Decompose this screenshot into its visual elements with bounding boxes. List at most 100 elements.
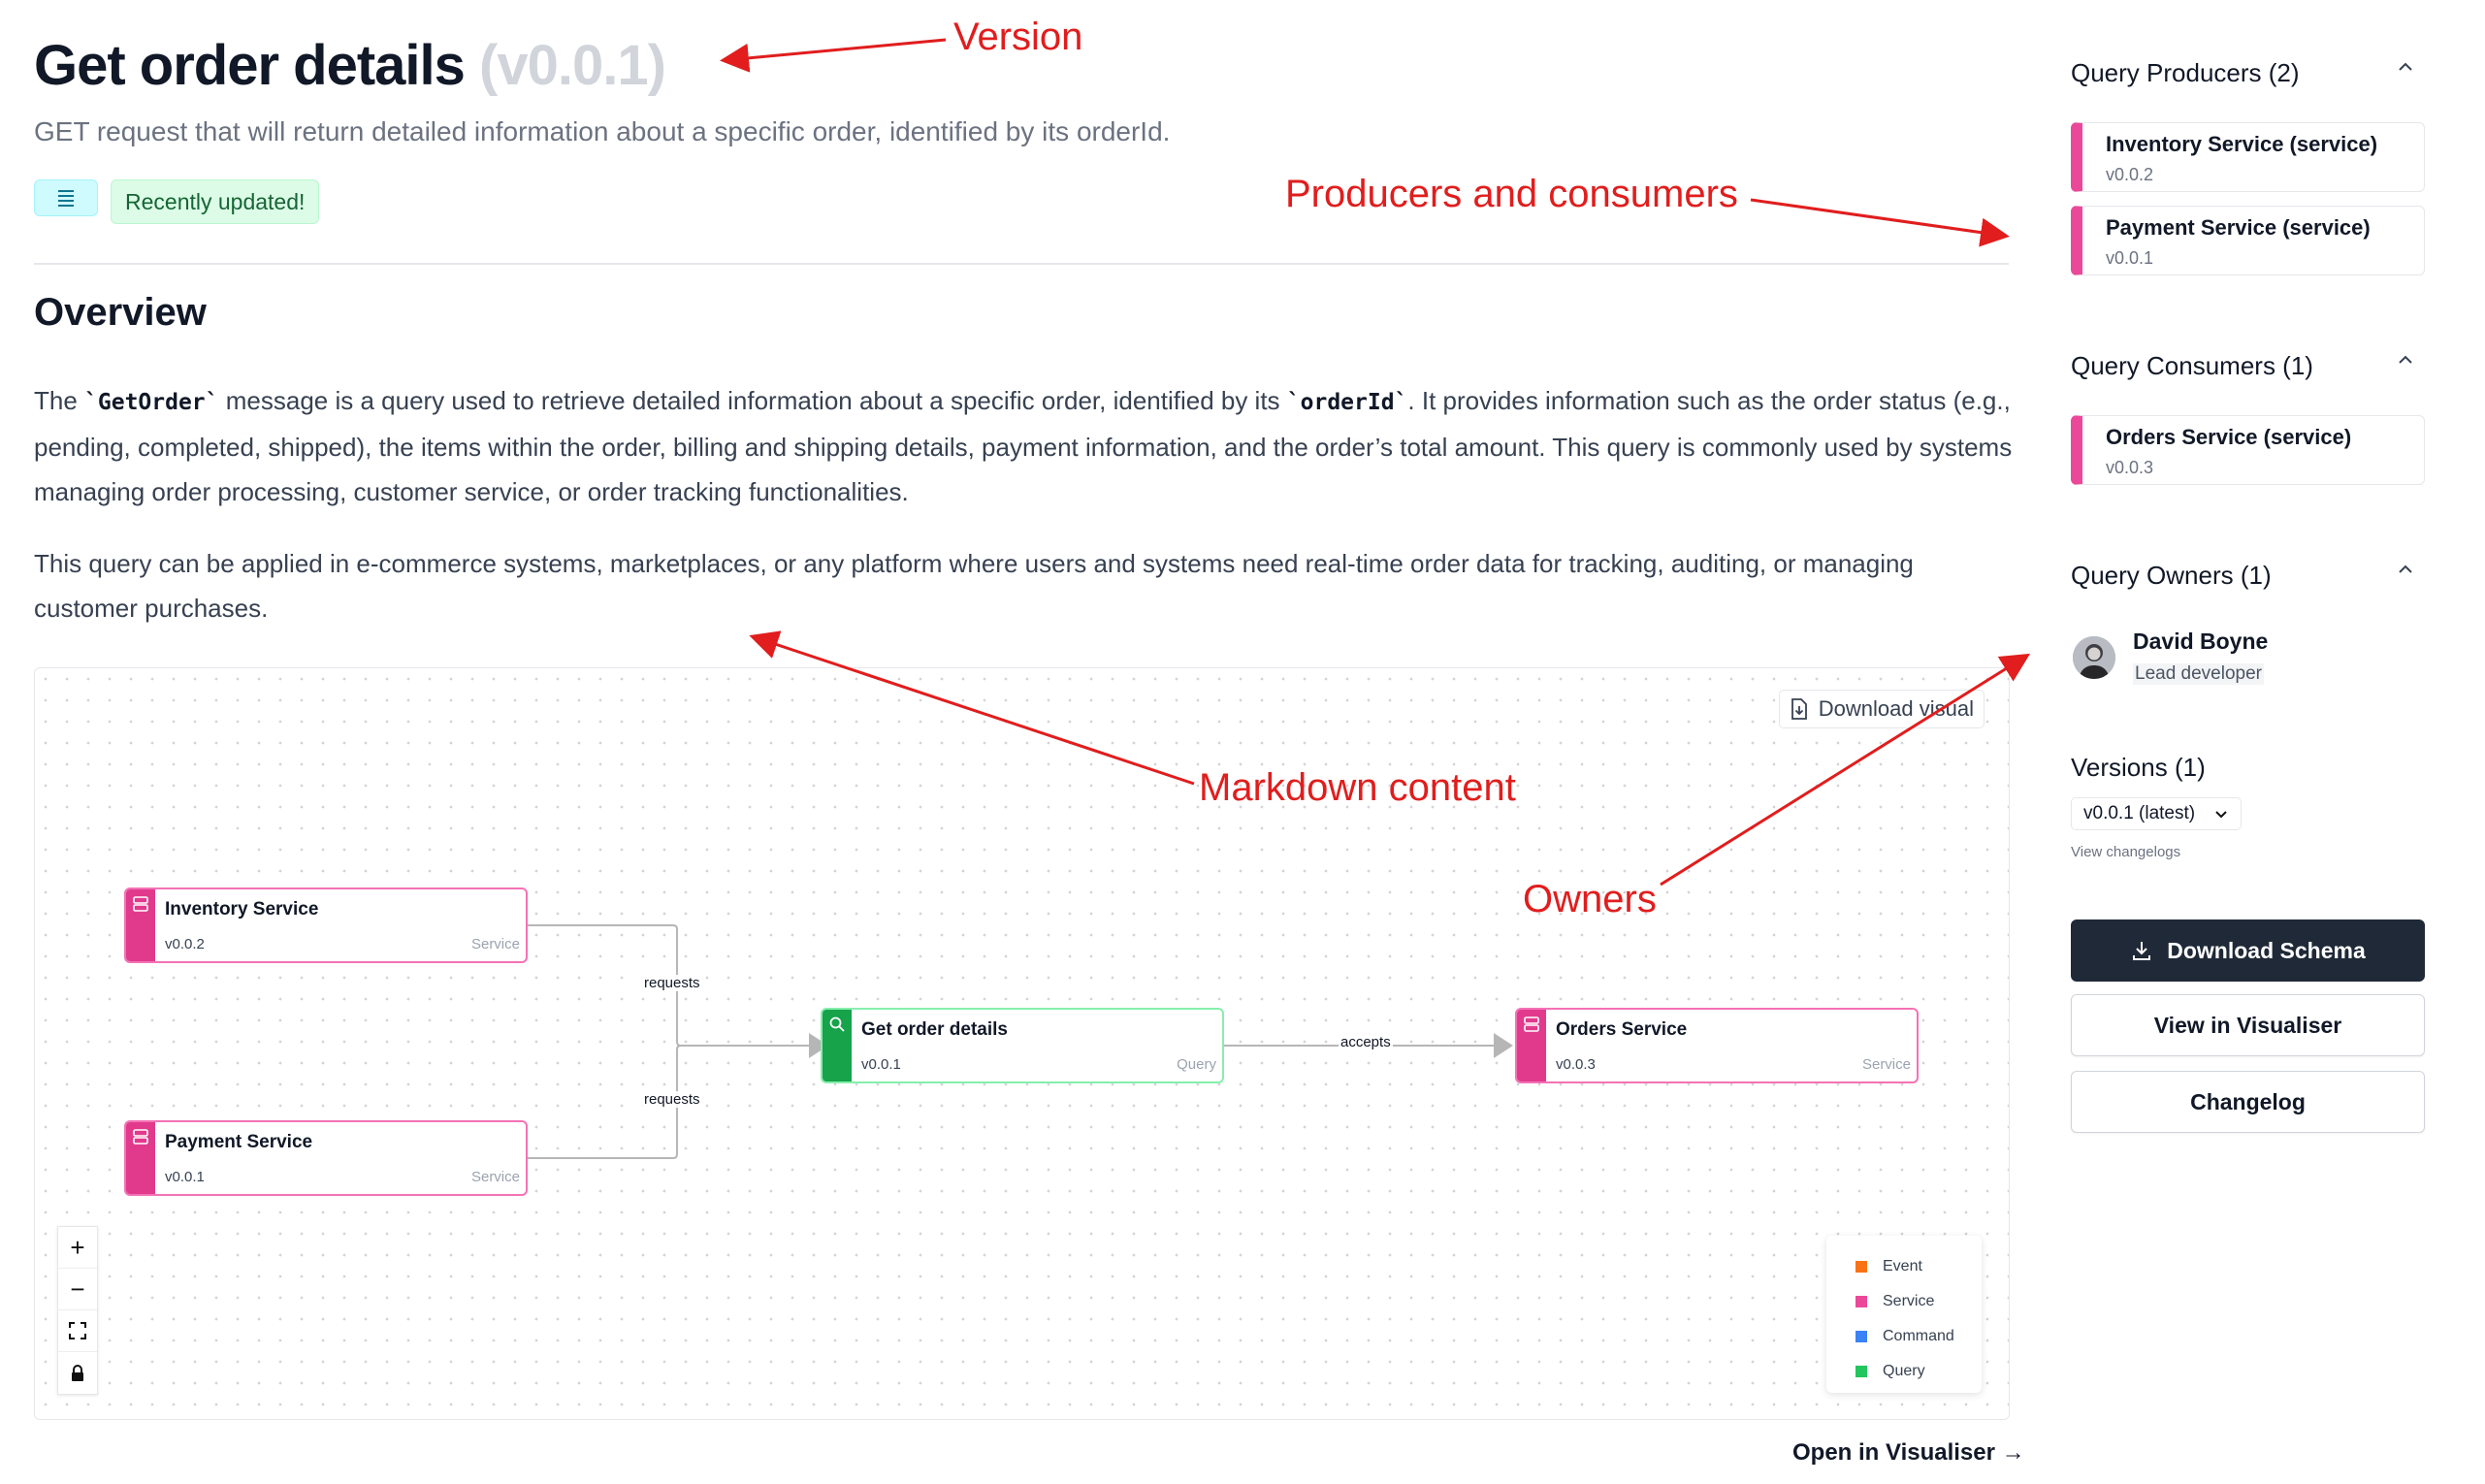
producers-heading[interactable]: Query Producers (2) [2071, 58, 2300, 87]
recently-updated-badge: Recently updated! [111, 179, 320, 224]
service-node-bar [126, 889, 155, 961]
legend-label: Command [1883, 1328, 1954, 1344]
header-divider [34, 263, 2009, 265]
graph-controls: + − [57, 1226, 98, 1395]
node-type: Service [470, 936, 520, 952]
service-node-bar [126, 1122, 155, 1194]
legend-swatch-event [1856, 1261, 1867, 1273]
arrow-producers-consumers [1750, 198, 2010, 247]
legend-item: Command [1856, 1319, 1982, 1354]
arrowhead-orders [1494, 1033, 1513, 1058]
zoom-out-button[interactable]: − [58, 1269, 97, 1310]
server-icon [133, 896, 148, 912]
overview-heading: Overview [34, 291, 207, 334]
edge-label-requests-top: requests [642, 975, 702, 991]
edge-label-requests-bottom: requests [642, 1091, 702, 1108]
view-in-visualiser-button[interactable]: View in Visualiser [2071, 994, 2425, 1056]
lock-button[interactable] [58, 1352, 97, 1394]
search-icon [829, 1016, 845, 1032]
overview-paragraph-1: The `GetOrder` message is a query used t… [34, 378, 2013, 514]
legend-swatch-command [1856, 1331, 1867, 1342]
consumer-version: v0.0.3 [2106, 458, 2154, 477]
node-version: v0.0.2 [165, 936, 205, 952]
node-orders-service[interactable]: Orders Service v0.0.3 Service [1515, 1008, 1919, 1083]
edge-label-accepts: accepts [1339, 1034, 1393, 1050]
legend-label: Query [1883, 1363, 1925, 1379]
changelog-button[interactable]: Changelog [2071, 1071, 2425, 1133]
download-visual-label: Download visual [1818, 696, 1974, 721]
owner-name[interactable]: David Boyne [2133, 629, 2269, 654]
annotation-producers-consumers: Producers and consumers [1285, 173, 1738, 215]
legend-item: Query [1856, 1354, 1982, 1389]
node-type: Service [470, 1169, 520, 1185]
node-get-order-details[interactable]: Get order details v0.0.1 Query [821, 1008, 1224, 1083]
node-name: Inventory Service [165, 899, 319, 919]
legend-label: Service [1883, 1293, 1935, 1309]
query-node-bar [823, 1010, 852, 1081]
arrow-version [720, 38, 947, 73]
node-type: Service [1861, 1056, 1911, 1073]
list-icon [58, 190, 74, 207]
annotation-version: Version [953, 16, 1083, 58]
legend-item: Service [1856, 1284, 1982, 1319]
producer-version: v0.0.1 [2106, 248, 2154, 268]
p1-text-1: The [34, 386, 85, 415]
owners-heading[interactable]: Query Owners (1) [2071, 561, 2272, 590]
node-version: v0.0.3 [1556, 1056, 1596, 1073]
p1-text-3: . It provides information such as the or… [34, 386, 2013, 506]
chevron-up-icon[interactable] [2398, 62, 2413, 72]
legend-swatch-query [1856, 1366, 1867, 1377]
p1-code-orderid: `orderId` [1286, 390, 1408, 415]
node-inventory-service[interactable]: Inventory Service v0.0.2 Service [124, 887, 528, 963]
chevron-up-icon[interactable] [2398, 565, 2413, 574]
producer-name: Payment Service (service) [2106, 215, 2371, 240]
consumer-name: Orders Service (service) [2106, 425, 2352, 449]
node-name: Orders Service [1556, 1019, 1688, 1040]
node-payment-service[interactable]: Payment Service v0.0.1 Service [124, 1120, 528, 1196]
arrowhead-query [809, 1033, 828, 1058]
page-summary: GET request that will return detailed in… [34, 116, 1171, 146]
p1-code-getorder: `GetOrder` [84, 390, 219, 415]
node-name: Get order details [861, 1019, 1008, 1040]
chevron-up-icon[interactable] [2398, 355, 2413, 365]
fullscreen-icon [69, 1322, 86, 1339]
message-type-badge [34, 179, 98, 216]
versions-heading: Versions (1) [2071, 753, 2206, 782]
service-node-bar [1517, 1010, 1546, 1081]
page-title-text: Get order details [34, 34, 466, 97]
version-select-value: v0.0.1 (latest) [2083, 803, 2196, 823]
version-select[interactable]: v0.0.1 (latest) [2071, 797, 2242, 830]
zoom-in-button[interactable]: + [58, 1227, 97, 1269]
annotation-owners: Owners [1523, 878, 1657, 920]
owner-role: Lead developer [2133, 663, 2264, 685]
view-changelogs-link[interactable]: View changelogs [2071, 844, 2181, 860]
producer-name: Inventory Service (service) [2106, 132, 2378, 156]
chevron-down-icon [2215, 811, 2227, 819]
download-schema-label: Download Schema [2167, 937, 2366, 963]
avatar[interactable] [2073, 636, 2115, 679]
legend-label: Event [1883, 1258, 1922, 1274]
server-icon [133, 1129, 148, 1145]
producer-card[interactable]: Inventory Service (service) v0.0.2 [2071, 122, 2425, 192]
download-schema-button[interactable]: Download Schema [2071, 919, 2425, 982]
overview-paragraph-2: This query can be applied in e-commerce … [34, 549, 1914, 623]
annotation-markdown: Markdown content [1199, 766, 1516, 809]
producer-card[interactable]: Payment Service (service) v0.0.1 [2071, 206, 2425, 275]
graph-legend: Event Service Command Query [1826, 1236, 1982, 1393]
download-visual-button[interactable]: Download visual [1778, 690, 1985, 728]
p1-text-2: message is a query used to retrieve deta… [218, 386, 1287, 415]
consumer-card[interactable]: Orders Service (service) v0.0.3 [2071, 415, 2425, 485]
legend-swatch-service [1856, 1296, 1867, 1307]
page-title: Get order details (v0.0.1) [34, 33, 666, 98]
fit-view-button[interactable] [58, 1310, 97, 1352]
user-photo-icon [2073, 636, 2115, 679]
node-version: v0.0.1 [165, 1169, 205, 1185]
file-download-icon [1791, 698, 1807, 720]
legend-item: Event [1856, 1249, 1982, 1284]
open-in-visualiser-link[interactable]: Open in Visualiser → [1792, 1439, 2025, 1466]
version-label: (v0.0.1) [479, 34, 666, 97]
consumers-heading[interactable]: Query Consumers (1) [2071, 351, 2313, 380]
server-icon [1524, 1016, 1539, 1032]
flow-visual[interactable]: Download visual Inventory Service v0.0.2… [34, 667, 2010, 1420]
node-name: Payment Service [165, 1132, 313, 1152]
